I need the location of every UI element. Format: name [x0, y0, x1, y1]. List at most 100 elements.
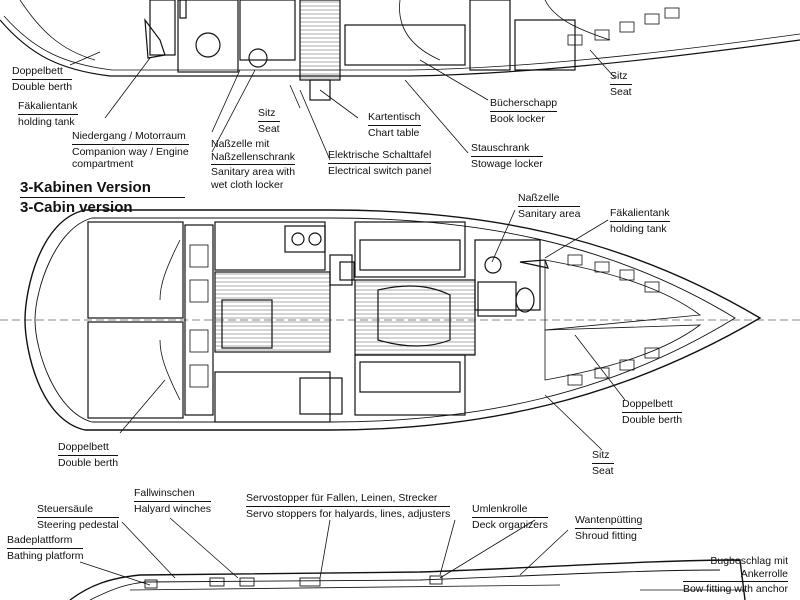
label-rule — [134, 500, 212, 502]
label-rule — [575, 527, 643, 529]
label-de: Doppelbett — [12, 65, 63, 77]
label-en: Halyard winches — [134, 502, 212, 515]
section-title: 3-Kabinen Version 3-Cabin version — [20, 178, 185, 217]
label-rule — [682, 581, 788, 582]
label-top-doppelbett: Doppelbett Double berth — [12, 65, 73, 93]
label-rule — [328, 162, 432, 164]
label-mid-doppelbett-left: Doppelbett Double berth — [58, 441, 119, 469]
label-rule — [12, 78, 73, 80]
label-en: Stowage locker — [471, 157, 543, 170]
label-de-2: Naßzellenschrank — [211, 150, 296, 163]
label-de: Naßzelle — [518, 192, 560, 204]
label-top-sitz: Sitz Seat — [258, 107, 280, 135]
label-en-2: compartment — [72, 158, 134, 170]
label-en: Seat — [258, 122, 280, 135]
label-rule — [490, 110, 558, 112]
label-en: Deck organizers — [472, 518, 548, 531]
label-de: Niedergang / Motorraum — [72, 130, 186, 142]
label-en: Seat — [592, 464, 614, 477]
label-rule — [472, 516, 548, 518]
label-en: Bathing platform — [7, 549, 84, 562]
label-rule — [37, 516, 119, 518]
label-deck-fallwinschen: Fallwinschen Halyard winches — [134, 487, 212, 515]
label-rule — [622, 411, 683, 413]
label-top-kartentisch: Kartentisch Chart table — [368, 111, 421, 139]
label-rule — [518, 205, 581, 207]
label-de: Fäkalientank — [18, 100, 78, 112]
label-top-stauschrank: Stauschrank Stowage locker — [471, 142, 543, 170]
label-mid-faekalientank: Fäkalientank holding tank — [610, 207, 670, 235]
label-top-sitz-right: Sitz Seat — [610, 70, 632, 98]
label-en: holding tank — [610, 222, 667, 235]
label-de: Sitz — [258, 107, 276, 119]
label-de: Bugbeschlag mit — [710, 555, 788, 567]
label-deck-bugbeschlag: Bugbeschlag mit Ankerrolle Bow fitting w… — [682, 555, 788, 596]
label-en: Double berth — [622, 413, 683, 426]
top-hull-plan — [0, 0, 800, 161]
label-en: Companion way / Engine — [72, 145, 189, 158]
middle-hull-plan — [0, 209, 800, 451]
label-top-faekalientank: Fäkalientank holding tank — [18, 100, 78, 128]
label-deck-steuersaeule: Steuersäule Steering pedestal — [37, 503, 119, 531]
label-de: Fallwinschen — [134, 487, 195, 499]
label-de: Kartentisch — [368, 111, 421, 123]
label-mid-sitz: Sitz Seat — [592, 449, 614, 477]
label-de: Sitz — [592, 449, 610, 461]
label-de: Servostopper für Fallen, Leinen, Strecke… — [246, 492, 438, 504]
label-en: Double berth — [58, 456, 119, 469]
label-top-niedergang: Niedergang / Motorraum Companion way / E… — [72, 130, 189, 171]
label-deck-wantenpuetting: Wantenpütting Shroud fitting — [575, 514, 643, 542]
label-rule — [471, 155, 543, 157]
label-rule — [246, 505, 451, 507]
label-deck-umlenkrolle: Umlenkrolle Deck organizers — [472, 503, 548, 531]
label-rule — [610, 220, 670, 222]
label-rule — [58, 454, 119, 456]
label-en: holding tank — [18, 115, 75, 128]
label-en: Shroud fitting — [575, 529, 637, 542]
label-de-2: Ankerrolle — [740, 567, 788, 580]
label-rule — [211, 164, 296, 165]
label-mid-doppelbett-right: Doppelbett Double berth — [622, 398, 683, 426]
label-mid-nasszelle: Naßzelle Sanitary area — [518, 192, 581, 220]
label-en: Steering pedestal — [37, 518, 119, 531]
label-en: Sanitary area — [518, 207, 581, 220]
section-title-de: 3-Kabinen Version — [20, 179, 151, 196]
label-de: Doppelbett — [622, 398, 673, 410]
label-de: Wantenpütting — [575, 514, 643, 526]
label-de: Sitz — [610, 70, 628, 82]
deck-hull-plan — [69, 517, 746, 600]
label-en-2: wet cloth locker — [211, 178, 284, 191]
label-en: Bow fitting with anchor — [682, 583, 788, 595]
label-rule — [7, 547, 84, 549]
label-en: Book locker — [490, 112, 545, 125]
label-en: Electrical switch panel — [328, 164, 432, 177]
label-de: Stauschrank — [471, 142, 530, 154]
label-rule — [368, 124, 421, 126]
label-top-buecherschapp: Bücherschapp Book locker — [490, 97, 558, 125]
label-de: Badeplattform — [7, 534, 73, 546]
label-de: Naßzelle mit — [211, 138, 270, 150]
label-deck-servostopper: Servostopper für Fallen, Leinen, Strecke… — [246, 492, 451, 520]
label-deck-badeplattform: Badeplattform Bathing platform — [7, 534, 84, 562]
label-en: Servo stoppers for halyards, lines, adju… — [246, 507, 451, 520]
label-rule — [18, 113, 78, 115]
label-en: Double berth — [12, 80, 73, 93]
section-title-en: 3-Cabin version — [20, 199, 133, 216]
title-rule — [20, 197, 185, 198]
label-de: Doppelbett — [58, 441, 109, 453]
label-rule — [592, 462, 614, 464]
label-top-nasszelle: Naßzelle mit Naßzellenschrank Sanitary a… — [211, 138, 296, 191]
label-en: Chart table — [368, 126, 420, 139]
label-rule — [72, 143, 189, 145]
label-en: Sanitary area with — [211, 166, 296, 178]
label-top-schalttafel: Elektrische Schalttafel Electrical switc… — [328, 149, 432, 177]
label-de: Fäkalientank — [610, 207, 670, 219]
label-de: Bücherschapp — [490, 97, 558, 109]
label-de: Steuersäule — [37, 503, 94, 515]
label-en: Seat — [610, 85, 632, 98]
label-de: Elektrische Schalttafel — [328, 149, 432, 161]
label-rule — [258, 120, 280, 122]
label-de: Umlenkrolle — [472, 503, 528, 515]
label-rule — [610, 83, 632, 85]
